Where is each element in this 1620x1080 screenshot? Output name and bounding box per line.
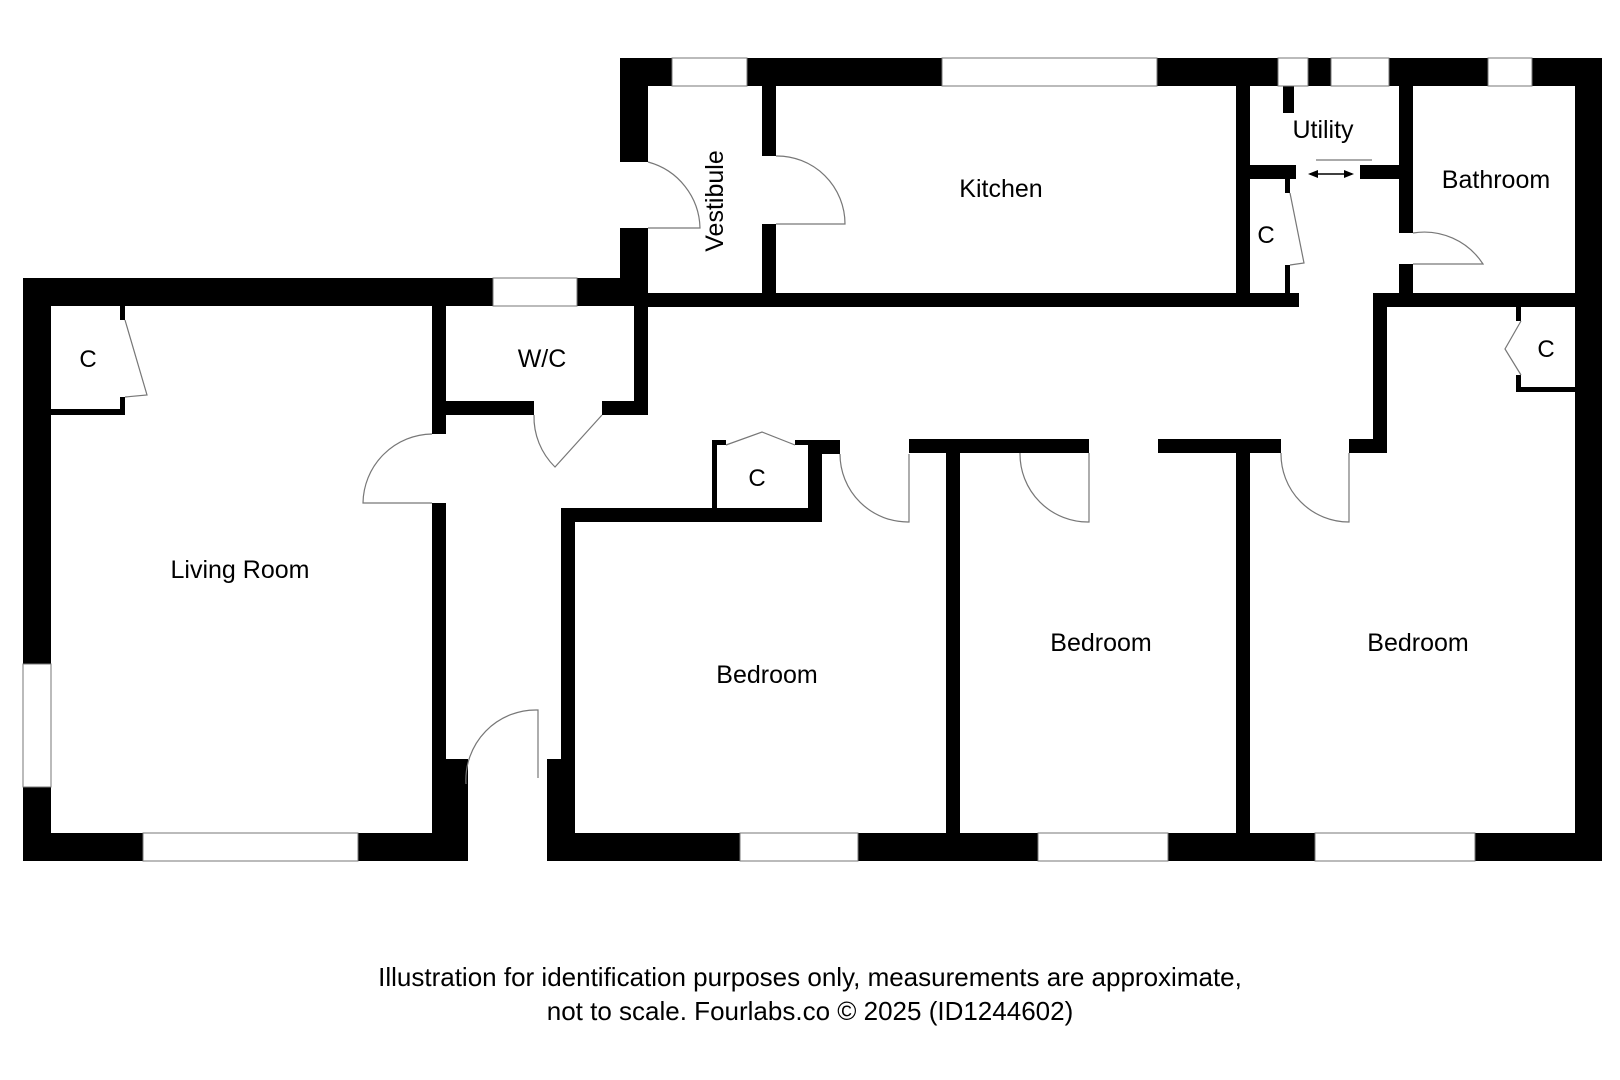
- label-kitchen: Kitchen: [959, 175, 1042, 203]
- doors: [124, 155, 1522, 785]
- label-bedroom-3: Bedroom: [1367, 629, 1468, 657]
- label-living-room: Living Room: [171, 556, 310, 584]
- label-cupboard-living: C: [79, 346, 96, 373]
- label-bedroom-2: Bedroom: [1050, 629, 1151, 657]
- label-bathroom: Bathroom: [1442, 166, 1550, 194]
- label-vestibule: Vestibule: [701, 150, 729, 251]
- label-cupboard-hall: C: [748, 465, 765, 492]
- disclaimer-caption: Illustration for identification purposes…: [0, 960, 1620, 1028]
- room-labels: Living Room W/C Vestibule Kitchen Utilit…: [79, 116, 1554, 689]
- caption-line-2: not to scale. Fourlabs.co © 2025 (ID1244…: [546, 996, 1074, 1026]
- label-utility: Utility: [1292, 116, 1354, 144]
- label-cupboard-utility: C: [1257, 222, 1274, 249]
- windows: [22, 57, 1533, 862]
- label-bedroom-1: Bedroom: [716, 661, 817, 689]
- caption-line-1: Illustration for identification purposes…: [378, 962, 1242, 992]
- label-cupboard-bedroom: C: [1537, 336, 1554, 363]
- walls: [23, 58, 1602, 861]
- label-wc: W/C: [518, 345, 567, 373]
